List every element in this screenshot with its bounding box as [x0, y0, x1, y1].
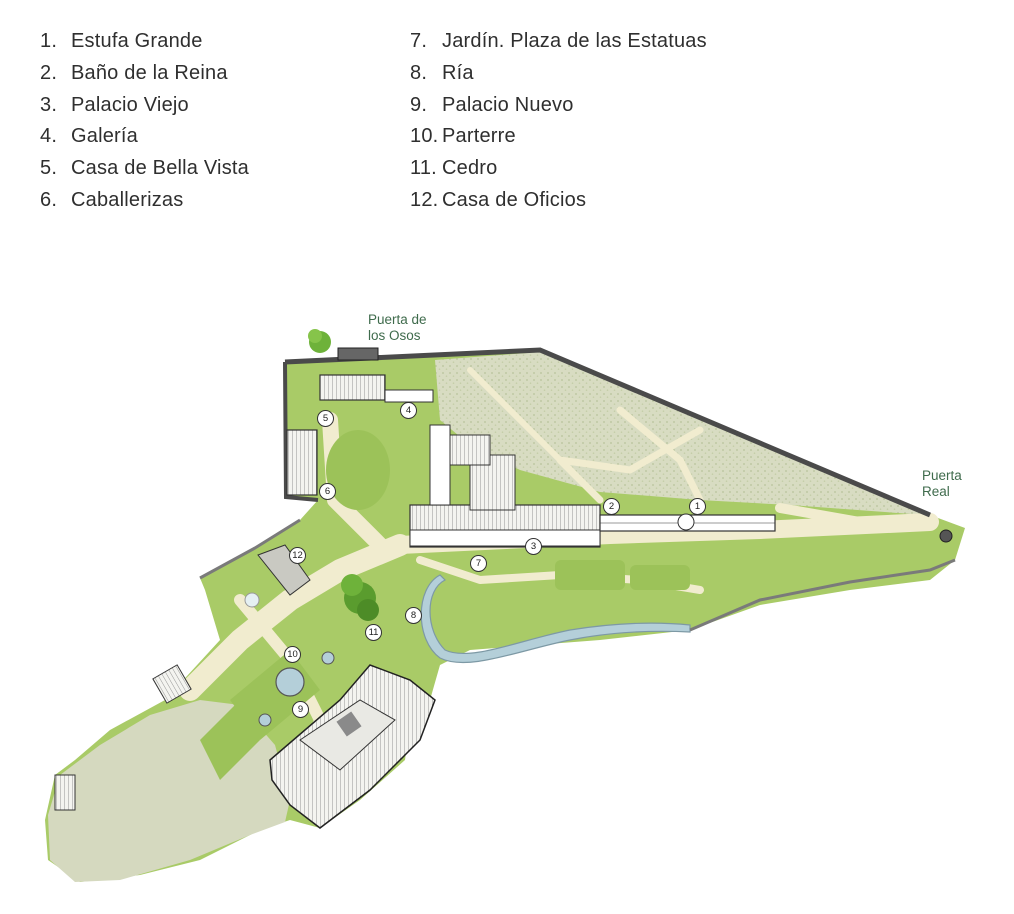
- legend-number: 12.: [410, 188, 439, 211]
- osos-tree: [308, 329, 331, 353]
- palacio-nuevo-building: [269, 664, 436, 829]
- legend-number: 4.: [40, 125, 58, 148]
- puerta-real-label-line1: Puerta: [922, 468, 962, 483]
- puerta-osos-label-line1: Puerta de: [368, 312, 427, 327]
- gatehouse-sw: [54, 774, 76, 811]
- puerta-real-label-line2: Real: [922, 484, 950, 499]
- legend-item: 8. Ría: [410, 58, 707, 90]
- casa-oficios-building: [257, 544, 311, 596]
- legend-item: 4. Galería: [40, 121, 249, 153]
- ria-river: [420, 574, 691, 664]
- legend-number: 2.: [40, 61, 58, 84]
- legend-item: 6. Caballerizas: [40, 185, 249, 217]
- legend-label: Parterre: [442, 125, 516, 148]
- legend-label: Jardín. Plaza de las Estatuas: [442, 30, 707, 52]
- legend-number: 6.: [40, 188, 58, 211]
- puerta-osos-gate: [337, 347, 379, 361]
- legend-label: Palacio Viejo: [71, 93, 189, 116]
- fountain-small-3: [244, 592, 260, 608]
- marker-12[interactable]: 12: [289, 547, 306, 564]
- marker-1[interactable]: 1: [689, 498, 706, 515]
- south-wall: [689, 558, 956, 632]
- legend-item: 2. Baño de la Reina: [40, 58, 249, 90]
- legend-number: 7.: [410, 30, 428, 52]
- marker-4[interactable]: 4: [400, 402, 417, 419]
- marker-3[interactable]: 3: [525, 538, 542, 555]
- legend-label: Estufa Grande: [71, 30, 203, 52]
- galeria-building: [384, 389, 434, 403]
- west-wall: [283, 361, 319, 502]
- fountain-small-1: [321, 651, 335, 665]
- legend-item: 1. Estufa Grande: [40, 26, 249, 58]
- caballerizas-building: [286, 429, 318, 496]
- legend-item: 10.Parterre: [410, 121, 707, 153]
- legend-label: Casa de Oficios: [442, 188, 587, 211]
- legend-label: Caballerizas: [71, 188, 184, 211]
- pavilion-sw: [152, 664, 192, 704]
- marker-11[interactable]: 11: [365, 624, 382, 641]
- legend-label: Palacio Nuevo: [442, 93, 574, 116]
- bella-vista-building: [319, 374, 386, 401]
- estufa-grande-building: [599, 513, 776, 532]
- legend-number: 10.: [410, 125, 439, 148]
- marker-8[interactable]: 8: [405, 607, 422, 624]
- puerta-real-label: Puerta Real: [922, 468, 962, 500]
- legend-number: 5.: [40, 157, 58, 180]
- marker-9[interactable]: 9: [292, 701, 309, 718]
- legend-label: Galería: [71, 125, 138, 148]
- marker-10[interactable]: 10: [284, 646, 301, 663]
- cedro-tree: [341, 574, 379, 621]
- puerta-osos-label: Puerta de los Osos: [368, 312, 427, 344]
- fountain-small-2: [258, 713, 272, 727]
- marker-5[interactable]: 5: [317, 410, 334, 427]
- legend-item: 11.Cedro: [410, 153, 707, 185]
- meadow-area: [435, 352, 925, 515]
- legend-item: 12.Casa de Oficios: [410, 185, 707, 217]
- palacio-viejo-building: [409, 424, 601, 548]
- sw-wall: [199, 518, 301, 580]
- marker-2[interactable]: 2: [603, 498, 620, 515]
- legend-item: 5. Casa de Bella Vista: [40, 153, 249, 185]
- legend-item: 7. Jardín. Plaza de las Estatuas: [410, 26, 707, 58]
- legend-number: 3.: [40, 93, 58, 116]
- marker-6[interactable]: 6: [319, 483, 336, 500]
- legend-item: 9. Palacio Nuevo: [410, 90, 707, 122]
- legend-number: 1.: [40, 30, 58, 52]
- legend-number: 8.: [410, 61, 428, 84]
- legend-label: Baño de la Reina: [71, 61, 228, 84]
- marker-7[interactable]: 7: [470, 555, 487, 572]
- legend-label: Cedro: [442, 157, 498, 180]
- legend-item: 3. Palacio Viejo: [40, 90, 249, 122]
- legend-label: Casa de Bella Vista: [71, 157, 249, 180]
- legend-right: 7. Jardín. Plaza de las Estatuas 8. Ría 9.…: [410, 26, 707, 217]
- puerta-osos-label-line2: los Osos: [368, 328, 421, 343]
- puerta-real-gate: [939, 529, 953, 543]
- legend-number: 11.: [410, 157, 437, 180]
- parterre-fountain: [275, 667, 305, 697]
- legend-left: 1. Estufa Grande 2. Baño de la Reina 3. Pal…: [40, 26, 249, 217]
- legend-label: Ría: [442, 61, 474, 84]
- legend-number: 9.: [410, 93, 428, 116]
